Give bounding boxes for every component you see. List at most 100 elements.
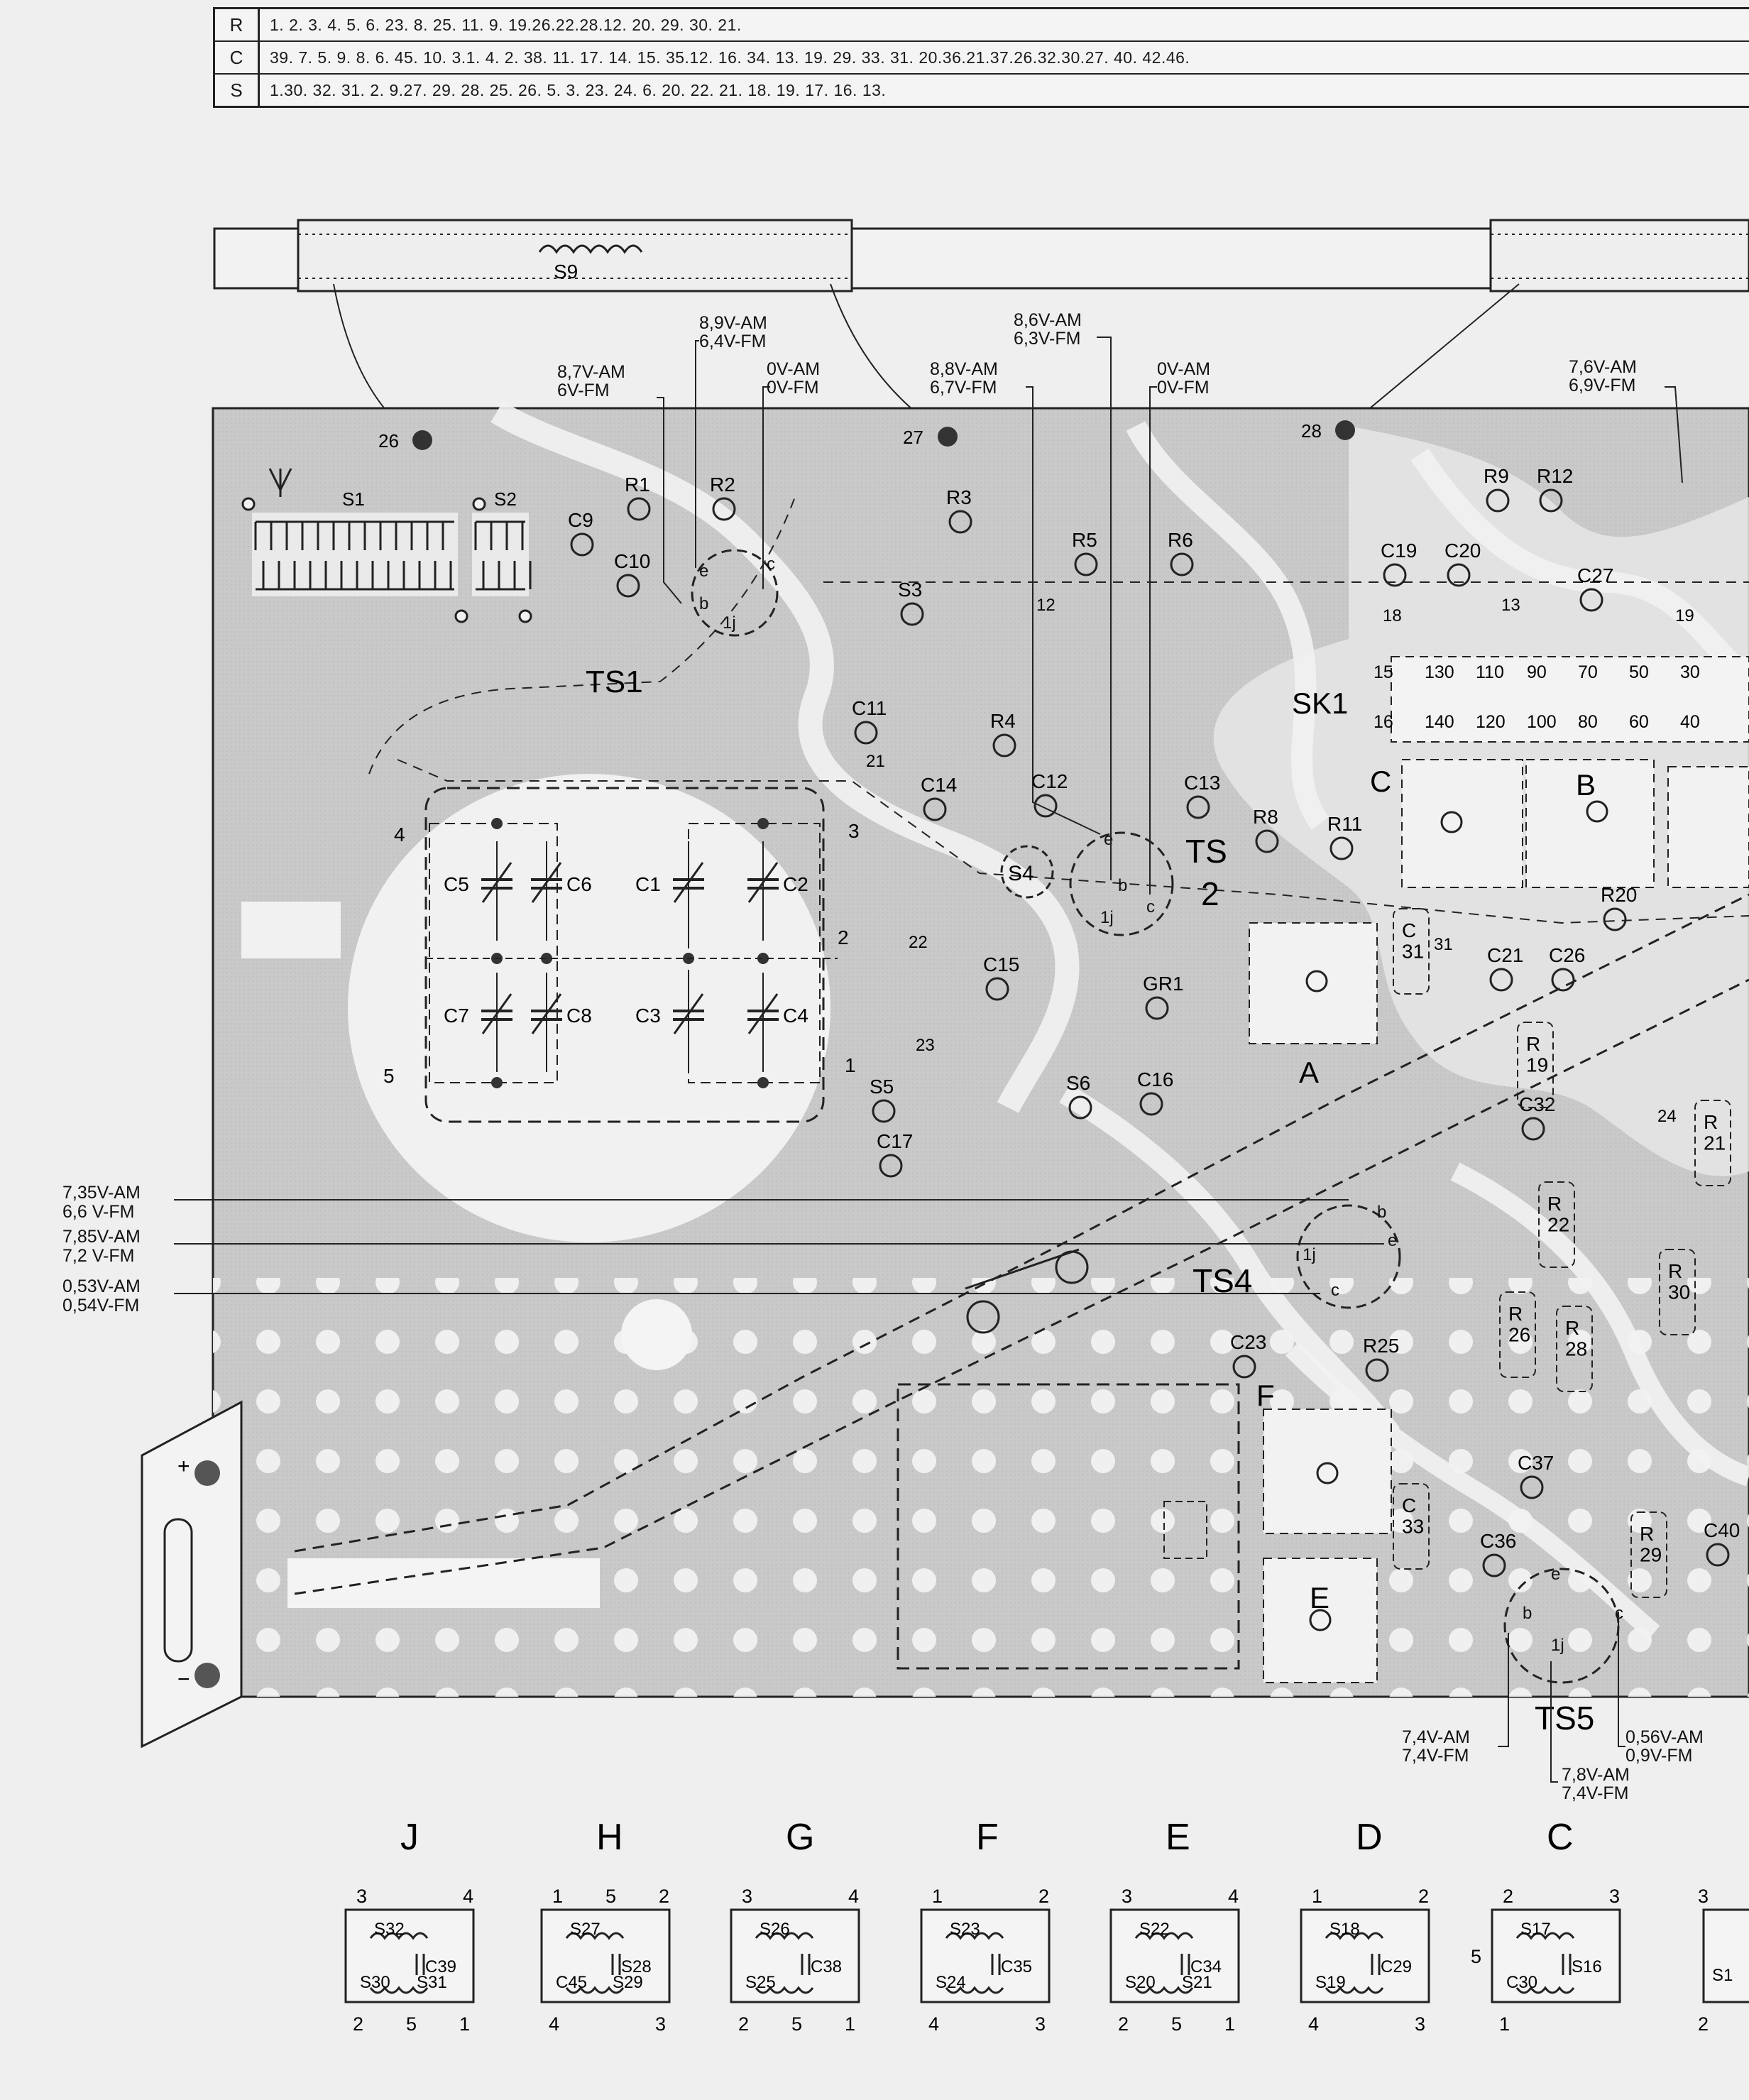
component-label: R (1526, 1033, 1540, 1055)
component-label: C32 (1519, 1093, 1555, 1115)
legend-label: C39 (425, 1957, 456, 1976)
legend-label: S31 (417, 1973, 447, 1992)
pin-label: 12 (1036, 596, 1056, 615)
table-row: S 1.30. 32. 31. 2. 9.27. 29. 28. 25. 26.… (215, 75, 1749, 106)
component-body (1659, 1249, 1696, 1335)
component-body (1539, 488, 1563, 513)
voltage-label: 6V-FM (557, 381, 610, 400)
voltage-label: 0,54V-FM (62, 1296, 139, 1316)
component-body (627, 497, 651, 521)
socket-pin-label: 90 (1527, 662, 1547, 682)
voltage-label: 7,4V-FM (1562, 1783, 1628, 1803)
legend-label: S23 (950, 1920, 980, 1939)
svg-text:c: c (767, 554, 775, 574)
solder-pad (491, 818, 503, 829)
component-label: R2 (710, 474, 735, 496)
row-values: 1. 2. 3. 4. 5. 6. 23. 8. 25. 11. 9. 19.2… (270, 15, 742, 34)
pin-label: 21 (866, 752, 885, 771)
voltage-label: 6,4V-FM (699, 332, 766, 351)
component-label: C10 (614, 550, 650, 572)
pin-label: 3 (1122, 1886, 1132, 1907)
pin-label: 1 (459, 2013, 470, 2035)
legend-label: S20 (1125, 1973, 1156, 1992)
legend-label: S32 (374, 1920, 405, 1939)
socket-pin-label: 130 (1425, 662, 1454, 682)
svg-text:1j: 1j (1100, 908, 1114, 927)
component-label: R (1508, 1303, 1523, 1325)
coil-winding (1134, 1986, 1194, 1994)
component-body (1499, 1291, 1536, 1378)
socket-pin-label: 50 (1629, 662, 1649, 682)
coil-module-box (540, 1908, 671, 2003)
pin-label: 3 (1609, 1886, 1620, 1907)
coil-label: S9 (554, 261, 578, 283)
voltage-annotations: 8,7V-AM6V-FM8,9V-AM6,4V-FM0V-AM0V-FM8,8V… (62, 310, 1704, 1803)
socket-pin-label: 80 (1578, 712, 1598, 732)
pin-label: 1 (845, 1054, 856, 1076)
legend-letter: F (976, 1817, 999, 1858)
component-body (1486, 488, 1510, 513)
component-body (1139, 1092, 1163, 1116)
pin-label: 3 (655, 2013, 666, 2035)
coil-module-box (730, 1908, 860, 2003)
voltage-label: 7,4V-FM (1402, 1746, 1469, 1766)
svg-text:b: b (1118, 876, 1127, 895)
table-row: C 39. 7. 5. 9. 8. 6. 45. 10. 3.1. 4. 2. … (215, 42, 1749, 75)
socket-pin-label: 40 (1680, 712, 1700, 732)
legend-label: S28 (621, 1957, 652, 1976)
solder-pad (491, 1077, 503, 1088)
legend-label: S30 (360, 1973, 390, 1992)
coil-winding (755, 1986, 814, 1994)
voltage-leader (1498, 1633, 1509, 1747)
voltage-label: 8,9V-AM (699, 313, 767, 333)
pin-label: 31 (1434, 935, 1453, 954)
component-body (1383, 563, 1407, 587)
row-values: 1.30. 32. 31. 2. 9.27. 29. 28. 25. 26. 5… (270, 80, 887, 99)
solder-pad (472, 497, 486, 511)
pin-label: 19 (1675, 606, 1694, 625)
component-label: 21 (1704, 1132, 1726, 1154)
legend-label: S16 (1572, 1957, 1602, 1976)
voltage-leader (695, 340, 699, 568)
component-label: R (1668, 1260, 1682, 1282)
component-label: S6 (1066, 1072, 1090, 1094)
pin-label: 2 (353, 2013, 363, 2035)
voltage-label: 7,2 V-FM (62, 1246, 134, 1266)
component-body (879, 1154, 903, 1178)
svg-text:e: e (1388, 1231, 1397, 1250)
component-label: C14 (921, 774, 957, 796)
coil-winding (945, 1932, 1004, 1940)
component-label: R8 (1253, 806, 1278, 828)
coil-winding (1325, 1986, 1384, 1994)
legend-letter: G (786, 1817, 814, 1858)
legend-label: C45 (556, 1973, 587, 1992)
pin-label: 4 (1228, 1886, 1239, 1907)
transistor-ts2-label-a: TS (1185, 833, 1227, 870)
voltage-label: 6,6 V-FM (62, 1202, 134, 1222)
trimmer-capacitor-label: C3 (635, 1005, 661, 1027)
row-key: C (215, 42, 260, 73)
socket-pin-label: 15 (1374, 662, 1393, 682)
mount-point-label: 28 (1301, 420, 1322, 442)
component-label: R20 (1601, 884, 1637, 906)
legend-letter: E (1166, 1817, 1190, 1858)
legend-label: S27 (570, 1920, 601, 1939)
component-body (1482, 1553, 1506, 1577)
component-body (616, 574, 640, 598)
svg-text:e: e (1104, 830, 1113, 849)
component-body (1170, 552, 1194, 576)
component-label: C13 (1184, 772, 1220, 794)
component-label: 30 (1668, 1281, 1690, 1303)
voltage-label: 7,4V-AM (1402, 1727, 1470, 1747)
component-label: R3 (946, 486, 972, 508)
trimmer-capacitor-label: C7 (444, 1005, 469, 1027)
pin-label: 5 (1171, 2013, 1182, 2035)
coil-winding (565, 1932, 625, 1940)
component-label: C11 (852, 697, 887, 719)
socket-label: SK1 (1292, 687, 1348, 720)
component-label: C (1402, 1494, 1416, 1516)
component-label: 26 (1508, 1323, 1530, 1345)
